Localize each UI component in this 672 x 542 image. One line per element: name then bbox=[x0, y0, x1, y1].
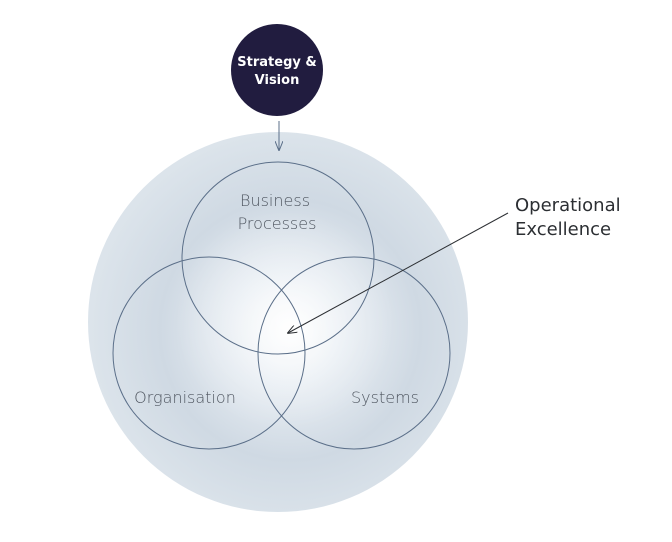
strategy-vision-node bbox=[231, 24, 323, 116]
operational-excellence-arrow bbox=[288, 212, 509, 333]
business-processes-circle bbox=[181, 161, 375, 355]
business-processes-label-line2: Processes bbox=[238, 214, 317, 233]
strategy-vision-line2: Vision bbox=[255, 73, 300, 88]
strategy-vision-line1: Strategy & bbox=[237, 55, 316, 70]
inner-highlight bbox=[175, 210, 395, 430]
operational-excellence-line1: Operational bbox=[515, 195, 621, 216]
business-processes-label-line1: Business bbox=[240, 191, 310, 210]
operational-excellence-line2: Excellence bbox=[515, 219, 611, 240]
organisation-circle bbox=[112, 256, 306, 450]
organisation-label: Organisation bbox=[134, 388, 236, 407]
systems-circle bbox=[257, 256, 451, 450]
systems-label: Systems bbox=[351, 388, 419, 407]
